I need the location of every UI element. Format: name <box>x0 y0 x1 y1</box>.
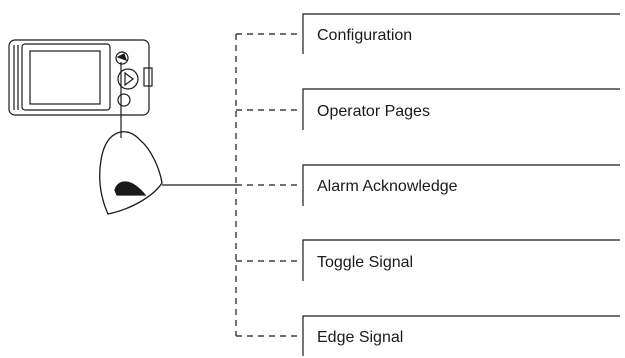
function-label: Configuration <box>317 27 412 44</box>
function-label: Alarm Acknowledge <box>317 178 458 195</box>
function-label: Operator Pages <box>317 103 430 120</box>
display-instrument-icon <box>8 39 153 116</box>
function-label: Toggle Signal <box>317 254 413 271</box>
function-key-icon <box>99 131 163 215</box>
function-box-2: Operator Pages <box>302 88 620 130</box>
function-box-4: Toggle Signal <box>302 239 620 281</box>
dashed-tree <box>235 33 300 337</box>
function-box-1: Configuration <box>302 13 620 54</box>
function-label: Edge Signal <box>317 329 403 346</box>
function-box-3: Alarm Acknowledge <box>302 164 620 206</box>
function-box-5: Edge Signal <box>302 315 620 356</box>
